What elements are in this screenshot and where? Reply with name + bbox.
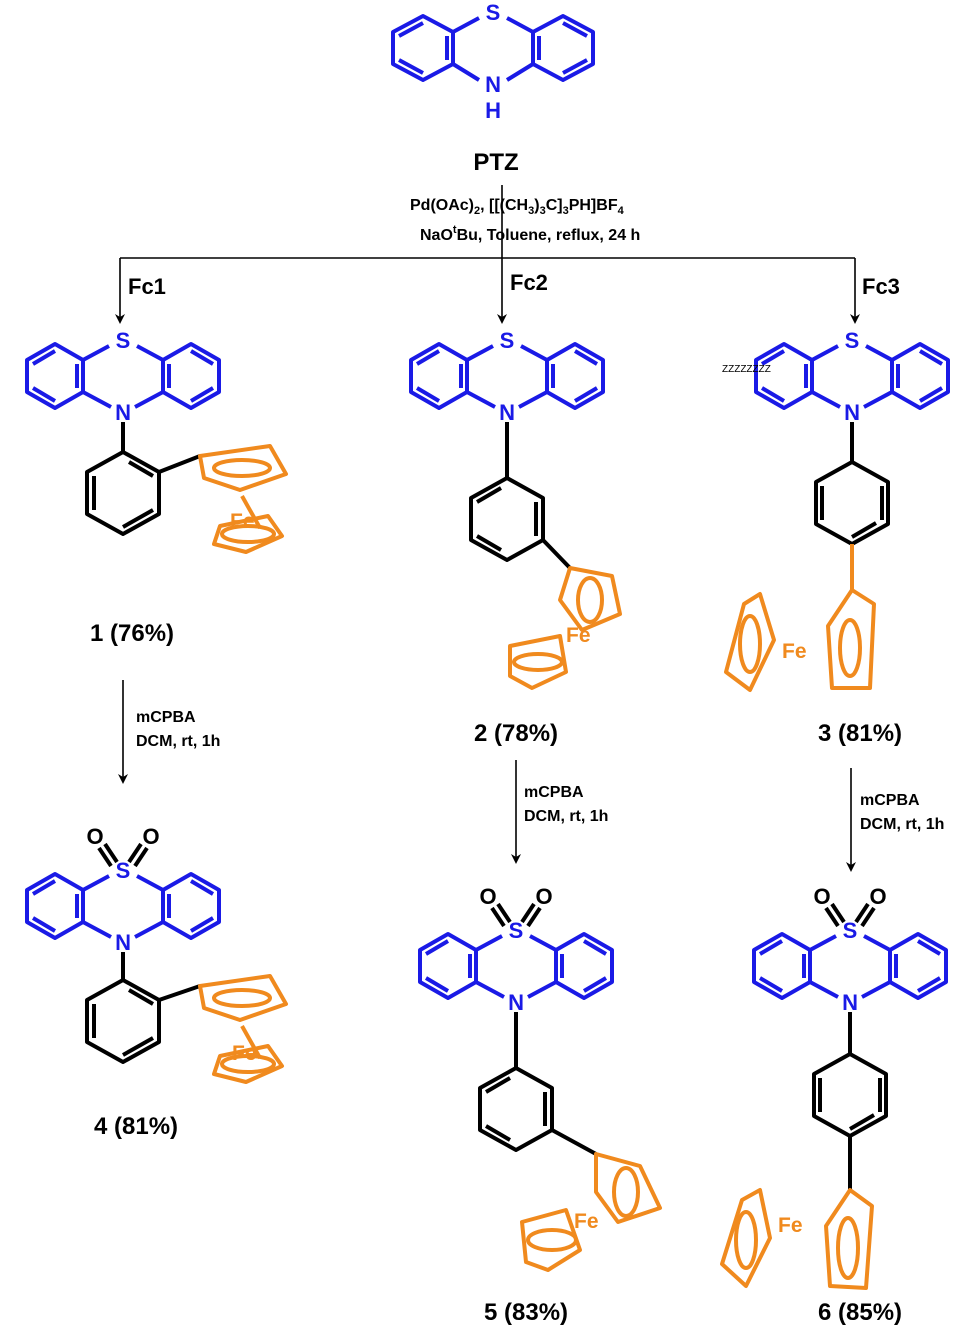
branch-arrows (115, 185, 860, 324)
product-3-structure: ZZZZZZZZ Fe (722, 326, 950, 692)
svg-text:Fe: Fe (574, 1210, 599, 1233)
conditions-line-2: NaOtBu, Toluene, reflux, 24 h (420, 224, 640, 244)
product-2-label: 2 (78%) (474, 720, 558, 747)
product-5-label: 5 (83%) (484, 1299, 568, 1326)
oxidation-3-conditions: DCM, rt, 1h (860, 816, 944, 833)
product-4-structure: Fe (25, 822, 288, 1084)
oxidation-3-reagent: mCPBA (860, 792, 920, 809)
oxidation-arrows (118, 680, 856, 872)
reagent-fc1: Fc1 (128, 274, 166, 299)
oxidation-1-reagent: mCPBA (136, 709, 196, 726)
product-5-structure: Fe (418, 882, 662, 1272)
product-1-label: 1 (76%) (90, 620, 174, 647)
conditions-line-1: Pd(OAc)2, [[(CH3)3C]3PH]BF4 (410, 197, 625, 217)
oxidation-1-conditions: DCM, rt, 1h (136, 733, 220, 750)
oxidation-2-reagent: mCPBA (524, 784, 584, 801)
product-3-label: 3 (81%) (818, 720, 902, 747)
product-4-label: 4 (81%) (94, 1113, 178, 1140)
svg-text:Fe: Fe (230, 510, 255, 533)
product-2-structure: Fe (409, 326, 622, 690)
svg-text:Fe: Fe (232, 1042, 257, 1065)
ptz-hydrogen: H (485, 98, 501, 123)
stray-label: ZZZZZZZZ (722, 364, 771, 375)
oxidation-2-conditions: DCM, rt, 1h (524, 808, 608, 825)
product-6-structure: Fe (720, 882, 948, 1290)
svg-text:Fe: Fe (782, 640, 807, 663)
ptz-sulfur: S (486, 0, 501, 25)
reagent-fc3: Fc3 (862, 274, 900, 299)
product-6-label: 6 (85%) (818, 1299, 902, 1326)
svg-text:Fe: Fe (566, 624, 591, 647)
product-1-structure: Fe (25, 326, 288, 554)
ptz-nitrogen: N (485, 72, 501, 97)
svg-text:Fe: Fe (778, 1214, 803, 1237)
ptz-label: PTZ (473, 149, 518, 176)
ptz-structure: S N H (391, 0, 595, 123)
reagent-fc2: Fc2 (510, 270, 548, 295)
